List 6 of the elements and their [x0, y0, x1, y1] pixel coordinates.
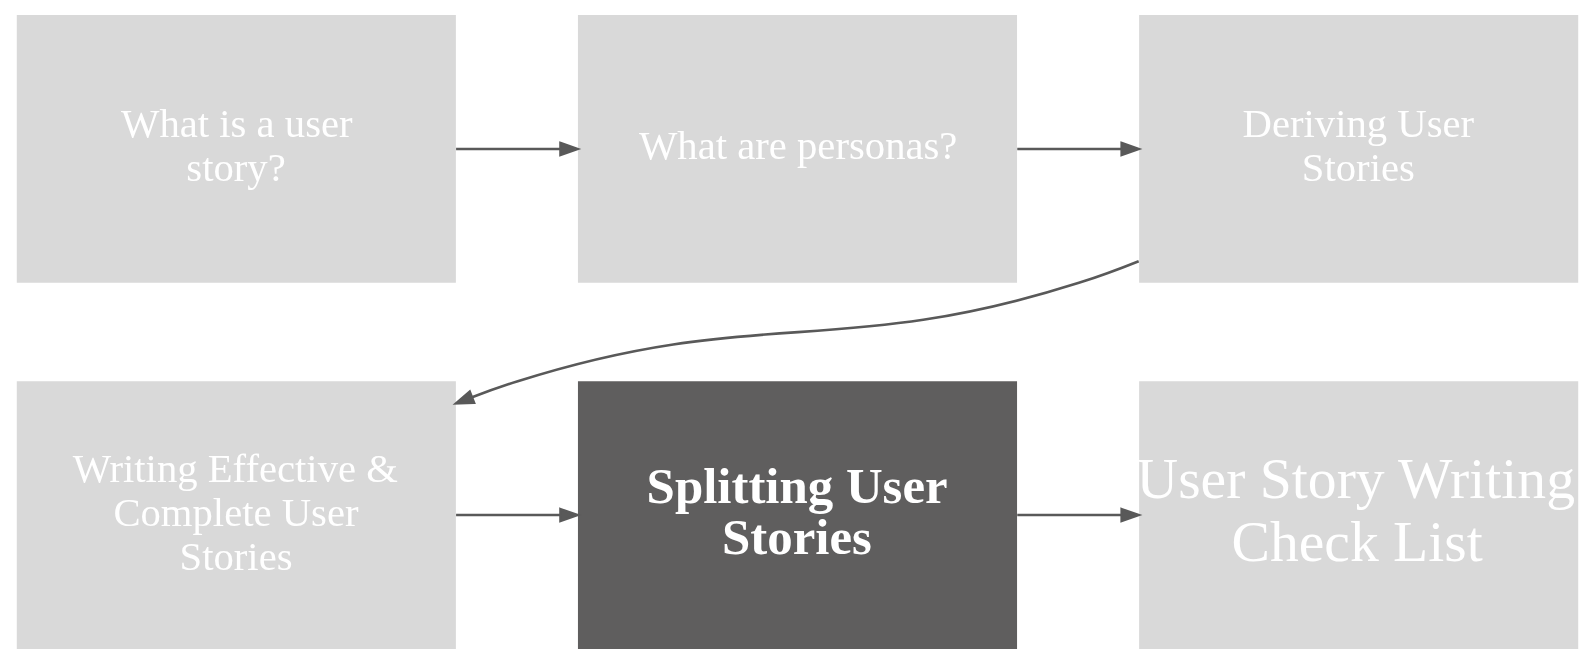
arrow — [1017, 507, 1143, 523]
arrow — [452, 260, 1140, 405]
arrow — [456, 507, 582, 523]
node-box: Splitting User Stories — [577, 381, 1018, 650]
arrow — [456, 141, 582, 157]
arrow — [1017, 141, 1143, 157]
